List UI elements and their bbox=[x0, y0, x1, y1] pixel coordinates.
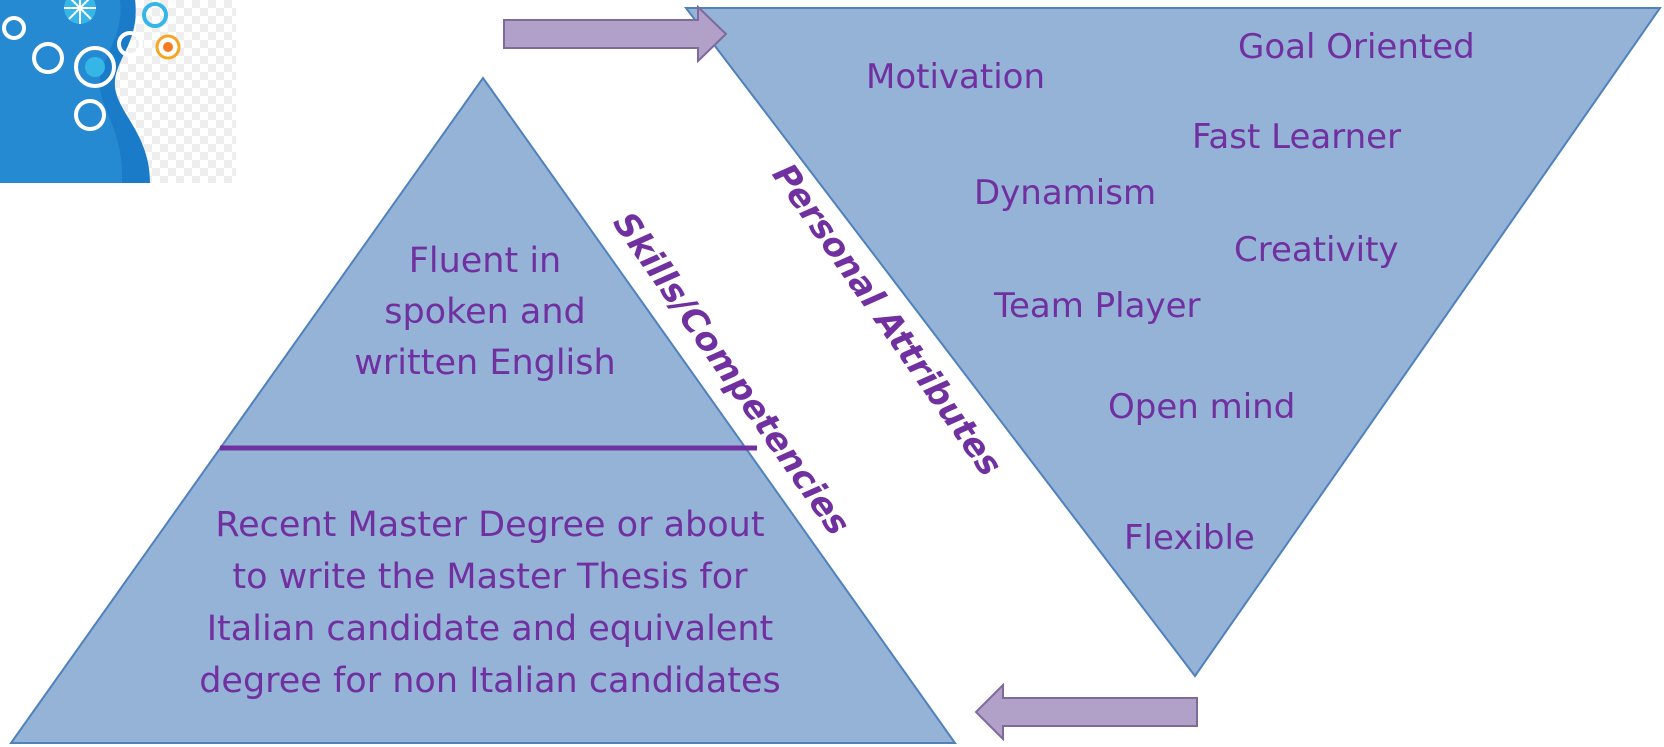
skills-pyramid bbox=[9, 76, 957, 744]
attr-motivation: Motivation bbox=[866, 57, 1045, 97]
personal-attributes-triangle bbox=[683, 7, 1662, 678]
pyramid-bottom-text: Recent Master Degree or about to write t… bbox=[170, 499, 810, 707]
attr-fast-learner: Fast Learner bbox=[1192, 117, 1402, 157]
pyramid-top-line: Fluent in bbox=[408, 241, 562, 281]
pyramid-bottom-line: degree for non Italian candidates bbox=[199, 661, 781, 701]
attr-goal-oriented: Goal Oriented bbox=[1238, 27, 1475, 67]
left-arrow bbox=[974, 682, 1198, 742]
attr-team-player: Team Player bbox=[994, 286, 1201, 326]
attr-creativity: Creativity bbox=[1234, 230, 1399, 270]
gears-head-logo bbox=[0, 0, 236, 183]
pyramid-bottom-line: Italian candidate and equivalent bbox=[206, 609, 774, 649]
attr-dynamism: Dynamism bbox=[974, 173, 1157, 213]
attr-flexible: Flexible bbox=[1124, 518, 1255, 558]
attr-open-mind: Open mind bbox=[1108, 387, 1296, 427]
pyramid-bottom-line: to write the Master Thesis for bbox=[232, 557, 748, 597]
pyramid-bottom-line: Recent Master Degree or about bbox=[215, 505, 765, 545]
right-arrow bbox=[503, 4, 728, 64]
pyramid-top-line: spoken and bbox=[384, 292, 586, 332]
pyramid-top-text: Fluent in spoken and written English bbox=[330, 236, 640, 389]
pyramid-top-line: written English bbox=[354, 343, 616, 383]
